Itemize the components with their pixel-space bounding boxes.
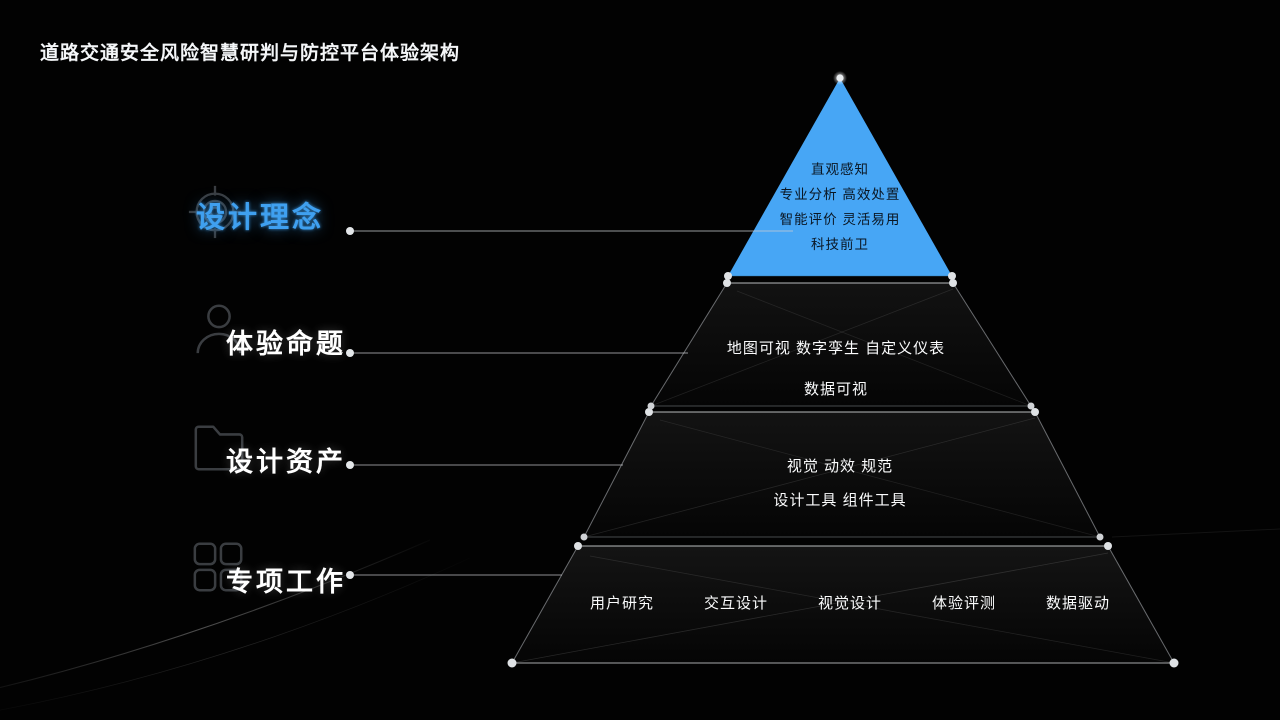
tier-3-text: 视觉 动效 规范 设计工具 组件工具 [645, 450, 1035, 518]
tier-1-row: 智能评价 灵活易用 [779, 212, 901, 227]
tier-2-row: 地图可视 数字孪生 自定义仪表 [726, 340, 946, 357]
connector-dot-3 [346, 461, 354, 469]
tier-4-item: 交互设计 [703, 595, 768, 612]
tier-2-row: 数据可视 [803, 381, 868, 398]
connector-dot-2 [346, 349, 354, 357]
legend-label: 设计理念 [196, 202, 325, 234]
pyramid-tier-4[interactable] [507, 542, 1179, 668]
pyramid-tier-1[interactable] [724, 71, 956, 280]
tier-1-row: 直观感知 [811, 162, 869, 177]
tier-4-row: 用户研究 交互设计 视觉设计 体验评测 数据驱动 [520, 592, 1180, 613]
legend-label: 设计资产 [226, 447, 346, 477]
connector-dot-1 [346, 227, 354, 235]
grid-icon [193, 542, 243, 592]
tier-1-row: 科技前卫 [811, 237, 869, 252]
tier-1-row: 专业分析 高效处置 [779, 187, 901, 202]
pyramid-tier-2[interactable] [647, 279, 1035, 410]
target-icon [188, 185, 242, 239]
tier-1-text: 直观感知 专业分析 高效处置 智能评价 灵活易用 科技前卫 [740, 157, 940, 257]
tier-4-item: 视觉设计 [817, 595, 882, 612]
tier-4-item: 数据驱动 [1045, 595, 1110, 612]
tier-4-text: 用户研究 交互设计 视觉设计 体验评测 数据驱动 [520, 592, 1180, 613]
tier-4-item: 用户研究 [590, 595, 655, 612]
connector-dot-4 [346, 571, 354, 579]
folder-icon [194, 425, 244, 471]
connector-lines [346, 227, 793, 579]
tier-3-row: 视觉 动效 规范 [786, 458, 894, 475]
tier-2-text: 地图可视 数字孪生 自定义仪表 数据可视 [636, 328, 1036, 410]
user-icon [196, 304, 242, 354]
legend-label: 体验命题 [226, 329, 346, 359]
tier-4-item: 体验评测 [931, 595, 996, 612]
tier-3-row: 设计工具 组件工具 [773, 492, 907, 509]
legend-label: 专项工作 [226, 567, 346, 597]
page-title: 道路交通安全风险智慧研判与防控平台体验架构 [40, 43, 461, 64]
pyramid-tier-3[interactable] [580, 408, 1104, 541]
